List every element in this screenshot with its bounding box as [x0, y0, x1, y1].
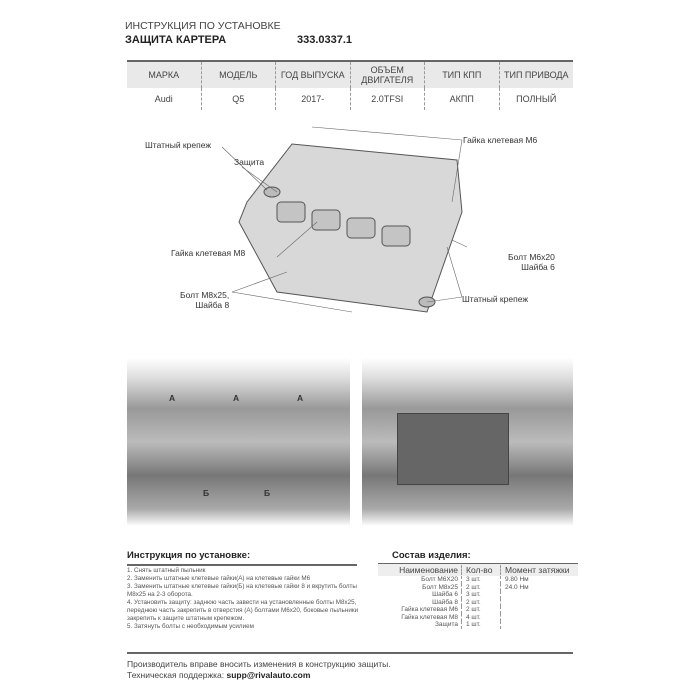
marker-b: Б	[264, 488, 271, 498]
instruction-step: 5. Затянуть болты с необходимым усилием	[127, 623, 254, 630]
instruction-step: 3. Заменить штатные клетевые гайки(Б) на…	[127, 583, 357, 598]
part-torque	[501, 614, 578, 622]
footer-note: Производитель вправе вносить изменения в…	[127, 659, 391, 669]
installed-guard	[397, 413, 509, 485]
label-standard-fastener-2: Штатный крепеж	[462, 294, 529, 304]
part-qty: 2 шт.	[462, 606, 501, 614]
part-torque: 24.0 Нм	[505, 583, 529, 591]
support-label: Техническая поддержка:	[127, 670, 227, 680]
footer: Производитель вправе вносить изменения в…	[127, 652, 573, 681]
exploded-diagram	[221, 126, 468, 313]
spec-header: ОБЪЕМ ДВИГАТЕЛЯ	[351, 62, 425, 88]
marker-a: А	[233, 393, 240, 403]
col-qty: Кол-во	[462, 565, 501, 575]
spec-header: МАРКА	[127, 62, 202, 88]
part-torque	[501, 621, 578, 629]
spec-value: ПОЛНЫЙ	[516, 94, 557, 104]
instruction-step: 2. Заменить штатные клетевые гайки(А) на…	[127, 575, 311, 582]
part-name: Гайка клетевая М6	[378, 606, 462, 614]
spec-header: ТИП КПП	[425, 62, 500, 88]
spec-value: АКПП	[425, 88, 500, 110]
part-torque	[501, 591, 578, 599]
label-bolt-m8: Болт М8х25,Шайба 8	[180, 290, 230, 310]
part-qty: 2 шт.	[462, 583, 501, 591]
instructions-title: Инструкция по установке:	[127, 550, 357, 566]
instruction-step: 1. Снять штатный пыльник	[127, 567, 206, 574]
part-name: Гайка клетевая М8	[378, 613, 462, 621]
spec-header: ТИП ПРИВОДА	[504, 70, 569, 80]
part-name: Защита	[378, 621, 462, 629]
label-nut-m6: Гайка клетевая М6	[463, 135, 538, 145]
spec-value: 2.0TFSI	[351, 88, 425, 110]
label-standard-fastener: Штатный крепеж	[145, 140, 212, 150]
leader-lines	[221, 126, 468, 313]
support-email[interactable]: supp@rivalauto.com	[226, 670, 311, 680]
marker-a: А	[297, 393, 304, 403]
spec-value: Audi	[127, 88, 202, 110]
label-guard: Защита	[234, 157, 265, 167]
part-name: Шайба 8	[378, 598, 462, 606]
photo-before-install: А А А Б Б	[127, 358, 350, 526]
guard-plate-drawing	[238, 143, 463, 313]
part-name: Болт М6Х20	[378, 576, 462, 584]
photo-after-install	[362, 358, 573, 526]
doc-subtitle: ИНСТРУКЦИЯ ПО УСТАНОВКЕ	[125, 20, 281, 32]
col-torque: Момент затяжки	[505, 565, 570, 575]
spec-value: Q5	[202, 88, 276, 110]
part-qty: 2 шт.	[462, 598, 501, 606]
part-name: Болт М8х25	[378, 583, 462, 591]
marker-a: А	[169, 393, 176, 403]
col-name: Наименование	[378, 565, 462, 575]
part-name: Шайба 6	[378, 591, 462, 599]
part-torque	[501, 606, 578, 614]
part-torque	[501, 599, 578, 607]
spec-value: 2017-	[276, 88, 351, 110]
part-torque: 9.80 Нм	[505, 576, 529, 583]
part-qty: 3 шт.	[462, 591, 501, 599]
part-qty: 1 шт.	[462, 621, 501, 629]
doc-title: ЗАЩИТА КАРТЕРА	[125, 34, 227, 46]
marker-b: Б	[203, 488, 210, 498]
part-code: 333.0337.1	[297, 34, 353, 46]
instruction-step: 4. Установить защиту: заднюю часть завес…	[127, 599, 359, 622]
part-qty: 3 шт.	[462, 576, 501, 584]
spec-header: МОДЕЛЬ	[202, 62, 276, 88]
spec-header: ГОД ВЫПУСКА	[276, 62, 351, 88]
label-nut-m8: Гайка клетевая М8	[171, 248, 246, 258]
composition-title: Состав изделия:	[392, 550, 471, 561]
part-qty: 4 шт.	[462, 613, 501, 621]
